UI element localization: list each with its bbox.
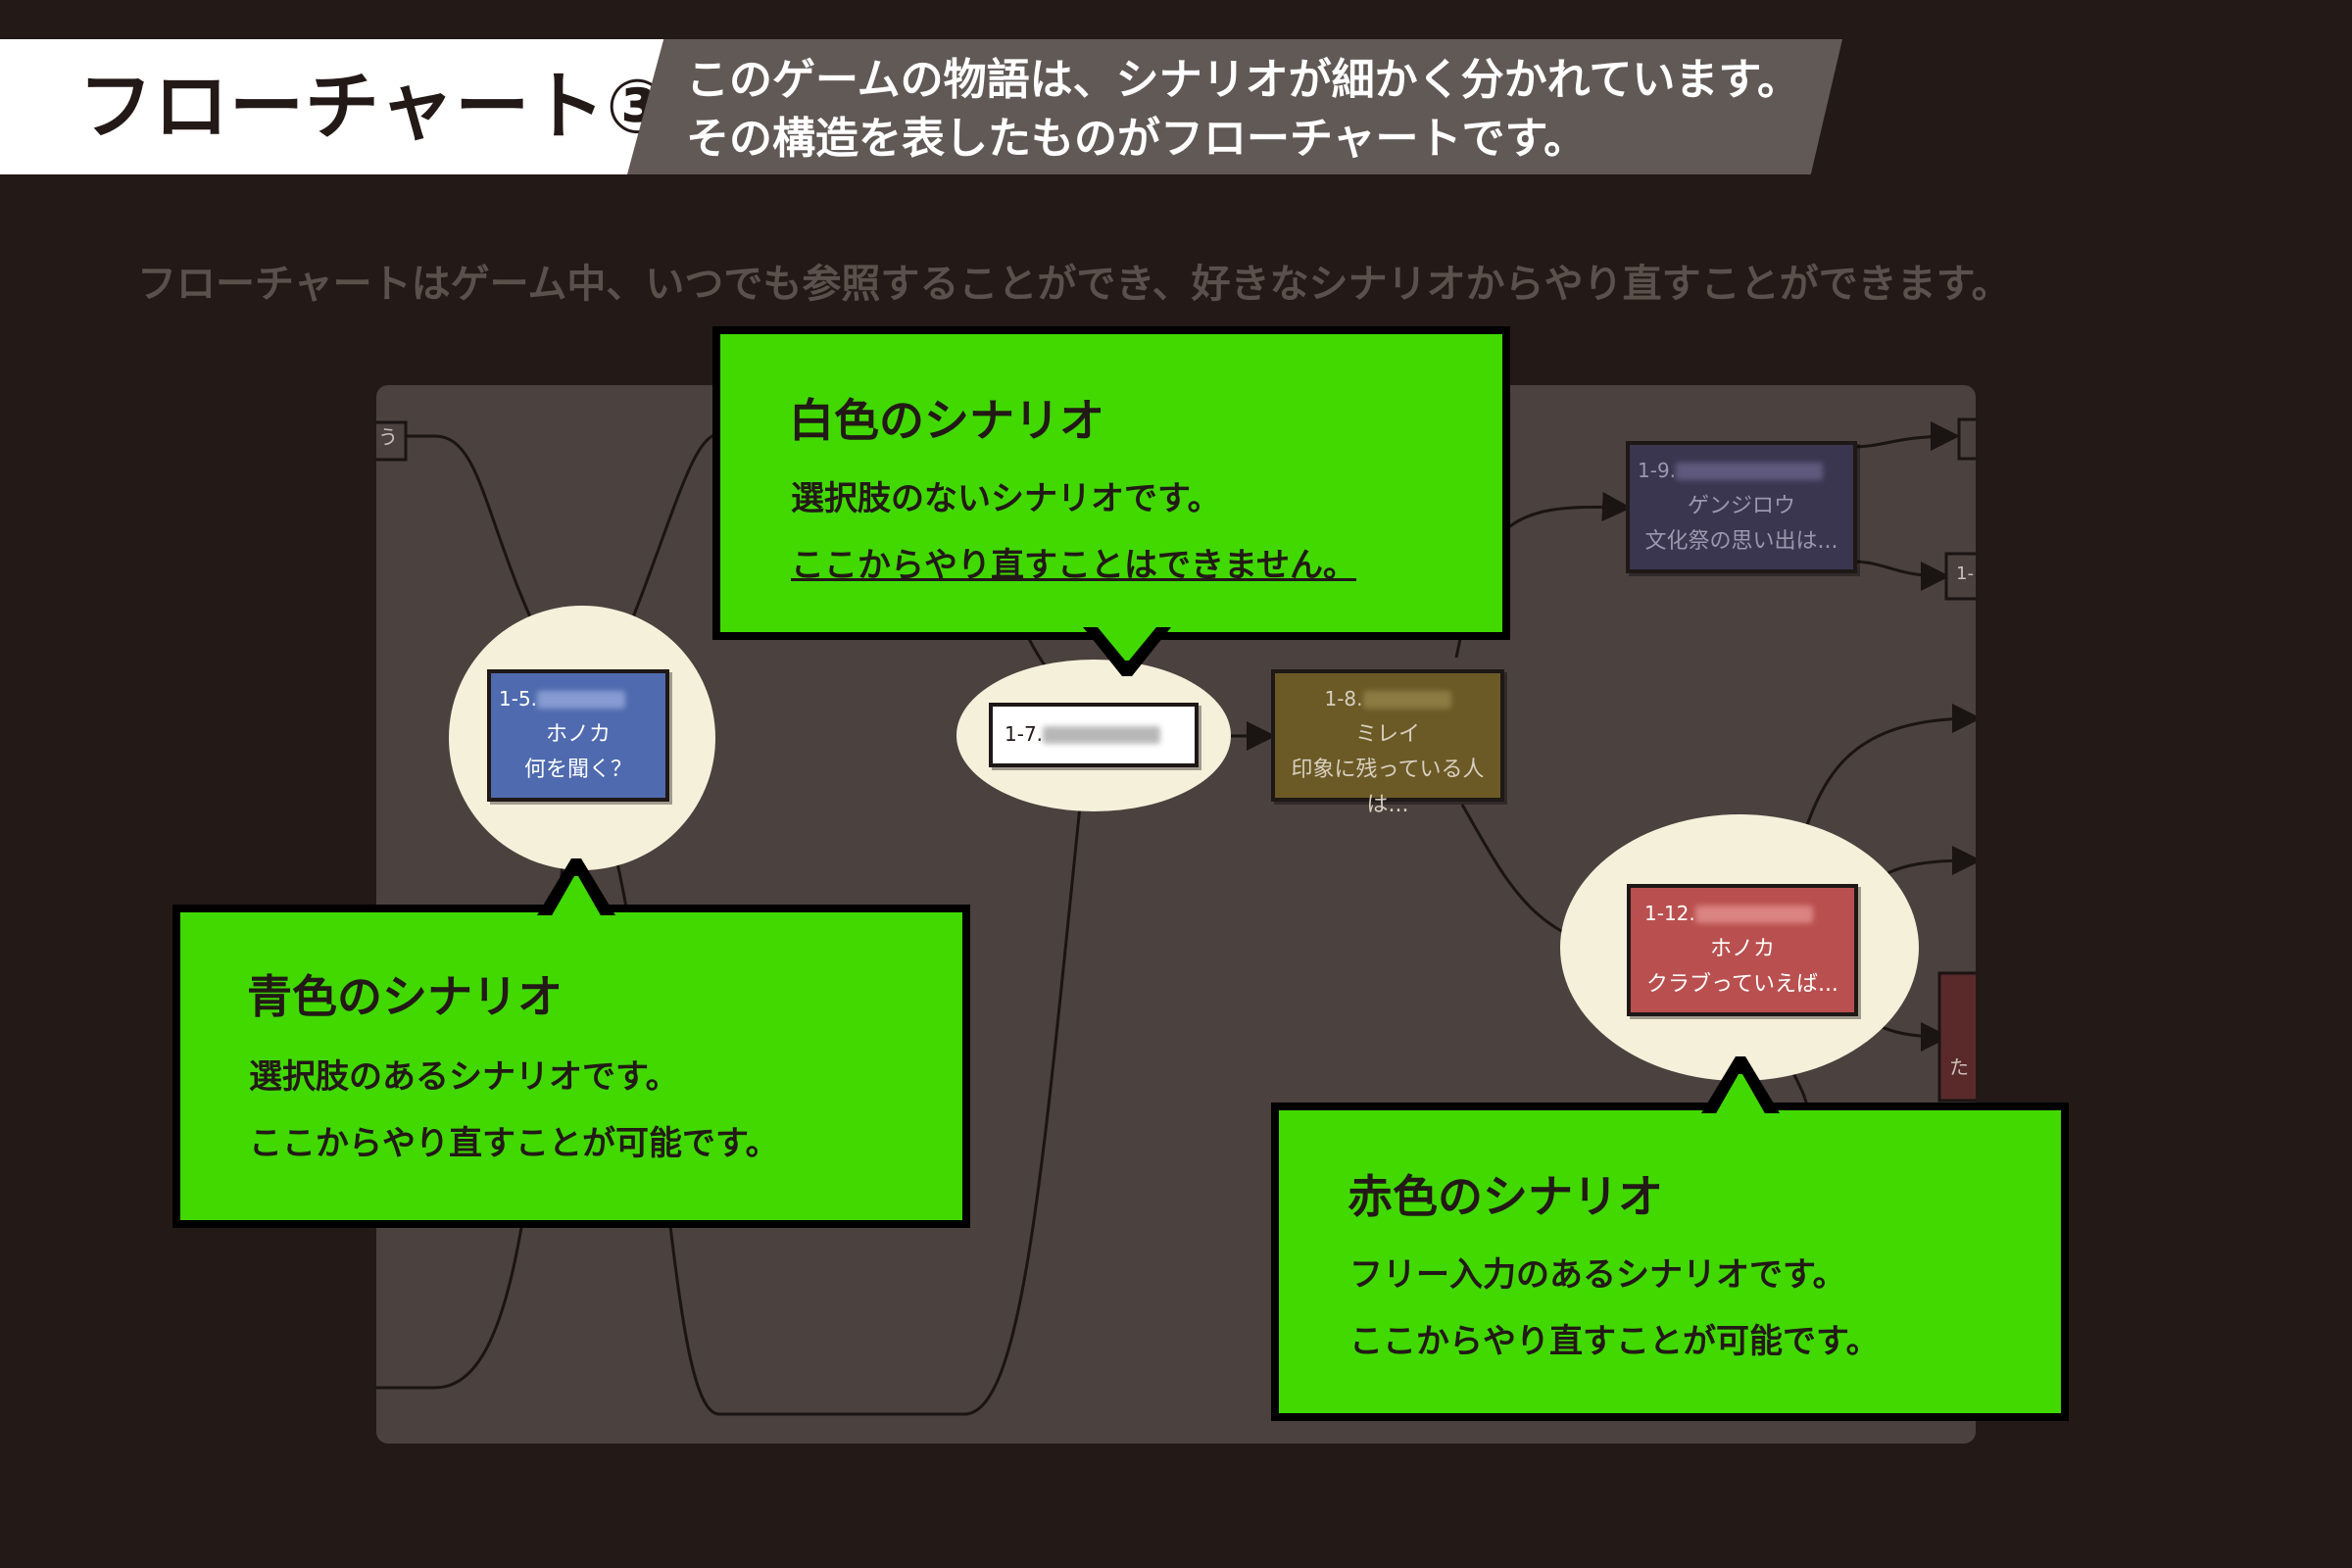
callout-blue-line-1: 選択肢のあるシナリオです。 xyxy=(249,1057,679,1097)
blurred-title xyxy=(1694,906,1813,923)
node-character: ホノカ xyxy=(545,722,611,747)
scenario-node-navy[interactable]: 1-9. ゲンジロウ 文化祭の思い出は... xyxy=(1626,441,1857,573)
node-number: 1-7. xyxy=(1004,722,1044,746)
node-number: 1-5. xyxy=(499,687,538,710)
description-line-2: その構造を表したものがフローチャートです。 xyxy=(686,114,1588,164)
callout-white-line-1: 選択肢のないシナリオです。 xyxy=(791,479,1221,518)
node-character: ゲンジロウ xyxy=(1687,494,1795,518)
node-character: ミレイ xyxy=(1354,722,1420,747)
callout-white-line-2: ここからやり直すことはできません。 xyxy=(791,546,1356,585)
page-title: フローチャート③ xyxy=(78,63,670,150)
description-banner xyxy=(627,39,1842,174)
subtitle: フローチャートはゲーム中、いつでも参照することができ、好きなシナリオからやり直す… xyxy=(137,262,2011,307)
partial-node-right-num: 1- xyxy=(1956,564,1974,584)
partial-node-left-label: う xyxy=(378,425,398,449)
node-line: 文化祭の思い出は... xyxy=(1644,529,1838,554)
node-character: ホノカ xyxy=(1709,937,1775,961)
callout-blue-pointer xyxy=(537,858,615,917)
scenario-node-blue[interactable]: 1-5. ホノカ 何を聞く？ xyxy=(487,669,669,802)
callout-white-pointer xyxy=(1083,627,1171,676)
callout-blue-title: 青色のシナリオ xyxy=(247,970,563,1023)
callout-red-scenario: 赤色のシナリオ フリー入力のあるシナリオです。 ここからやり直すことが可能です。 xyxy=(1271,1102,2069,1421)
node-line: 印象に残っている人は... xyxy=(1291,758,1485,817)
node-number: 1-8. xyxy=(1324,687,1363,710)
blurred-title xyxy=(1362,691,1451,709)
scenario-node-white[interactable]: 1-7. xyxy=(989,703,1199,767)
callout-white-scenario: 白色のシナリオ 選択肢のないシナリオです。 ここからやり直すことはできません。 xyxy=(712,326,1510,640)
node-number: 1-12. xyxy=(1644,902,1695,925)
node-line: クラブっていえば... xyxy=(1646,972,1838,997)
callout-white-title: 白色のシナリオ xyxy=(789,394,1104,447)
callout-red-pointer xyxy=(1701,1056,1780,1115)
blurred-title xyxy=(1676,463,1824,480)
callout-blue-line-2: ここからやり直すことが可能です。 xyxy=(249,1124,779,1163)
node-number: 1-9. xyxy=(1638,459,1677,482)
callout-red-line-2: ここからやり直すことが可能です。 xyxy=(1349,1322,1880,1361)
scenario-node-red[interactable]: 1-12. ホノカ クラブっていえば... xyxy=(1627,884,1858,1016)
partial-node-right-text: た xyxy=(1949,1055,1969,1079)
blurred-title xyxy=(1043,726,1161,744)
blurred-title xyxy=(537,691,626,709)
description-line-1: このゲームの物語は、シナリオが細かく分かれています。 xyxy=(686,55,1800,105)
node-line: 何を聞く？ xyxy=(523,758,632,782)
scenario-node-yellow[interactable]: 1-8. ミレイ 印象に残っている人は... xyxy=(1271,669,1504,817)
callout-red-line-1: フリー入力のあるシナリオです。 xyxy=(1349,1255,1846,1295)
title-banner xyxy=(0,39,666,174)
callout-red-title: 赤色のシナリオ xyxy=(1348,1170,1663,1223)
callout-blue-scenario: 青色のシナリオ 選択肢のあるシナリオです。 ここからやり直すことが可能です。 xyxy=(172,905,970,1228)
